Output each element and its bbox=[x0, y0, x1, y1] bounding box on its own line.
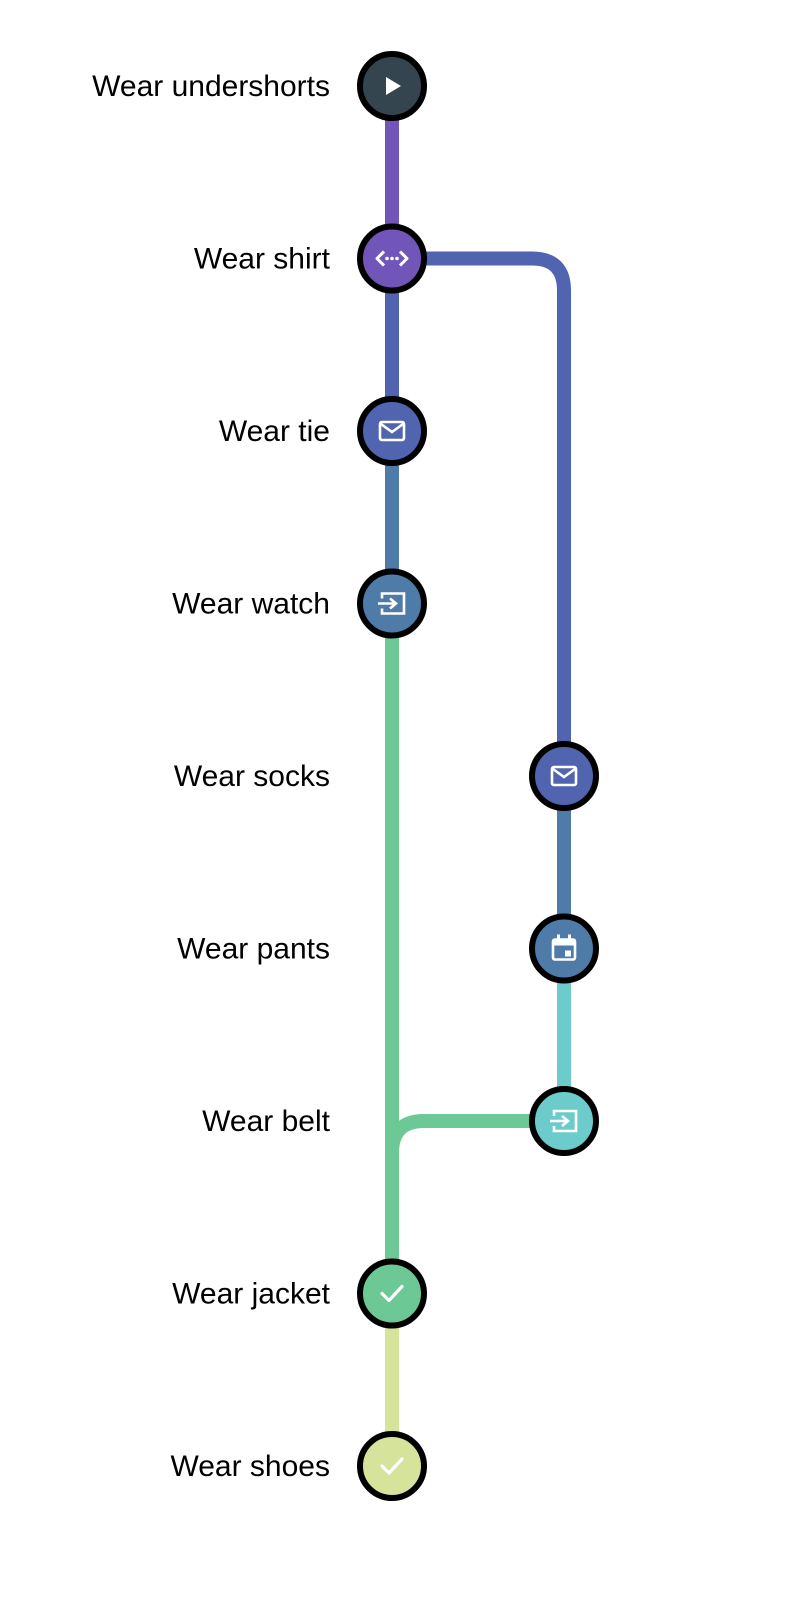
edge-wear-shirt-to-wear-socks bbox=[392, 251, 571, 776]
step-node-circle bbox=[529, 913, 599, 984]
step-node-wear-undershorts[interactable] bbox=[357, 51, 427, 121]
play-icon bbox=[386, 77, 401, 95]
step-label-wear-shoes: Wear shoes bbox=[170, 1450, 330, 1483]
step-node-circle bbox=[357, 1431, 427, 1501]
step-node-wear-shirt[interactable] bbox=[357, 223, 427, 294]
envelope-icon bbox=[550, 765, 578, 787]
step-label-wear-jacket: Wear jacket bbox=[172, 1278, 331, 1311]
step-node-wear-belt[interactable] bbox=[529, 1086, 599, 1156]
edge-wear-belt-to-wear-jacket bbox=[385, 1114, 564, 1294]
sign-in-icon bbox=[550, 1109, 578, 1133]
step-label-wear-watch: Wear watch bbox=[172, 588, 330, 621]
calendar-icon bbox=[551, 934, 577, 961]
step-label-wear-undershorts: Wear undershorts bbox=[92, 70, 330, 103]
step-node-circle bbox=[357, 1258, 427, 1329]
code-arrows-icon bbox=[375, 250, 409, 267]
envelope-icon bbox=[378, 420, 406, 442]
step-node-wear-pants[interactable] bbox=[529, 913, 599, 984]
step-label-wear-pants: Wear pants bbox=[177, 933, 330, 966]
step-node-wear-watch[interactable] bbox=[357, 568, 427, 639]
nodes-layer bbox=[357, 51, 599, 1501]
step-node-wear-tie[interactable] bbox=[357, 396, 427, 466]
step-label-wear-tie: Wear tie bbox=[219, 415, 330, 448]
step-node-wear-socks[interactable] bbox=[529, 741, 599, 811]
step-label-wear-shirt: Wear shirt bbox=[194, 243, 331, 276]
step-label-wear-belt: Wear belt bbox=[202, 1105, 331, 1138]
check-icon bbox=[380, 1284, 404, 1303]
sign-in-icon bbox=[378, 592, 406, 615]
check-icon bbox=[380, 1457, 404, 1475]
step-label-wear-socks: Wear socks bbox=[174, 760, 330, 793]
step-node-wear-shoes[interactable] bbox=[357, 1431, 427, 1501]
step-node-wear-jacket[interactable] bbox=[357, 1258, 427, 1329]
